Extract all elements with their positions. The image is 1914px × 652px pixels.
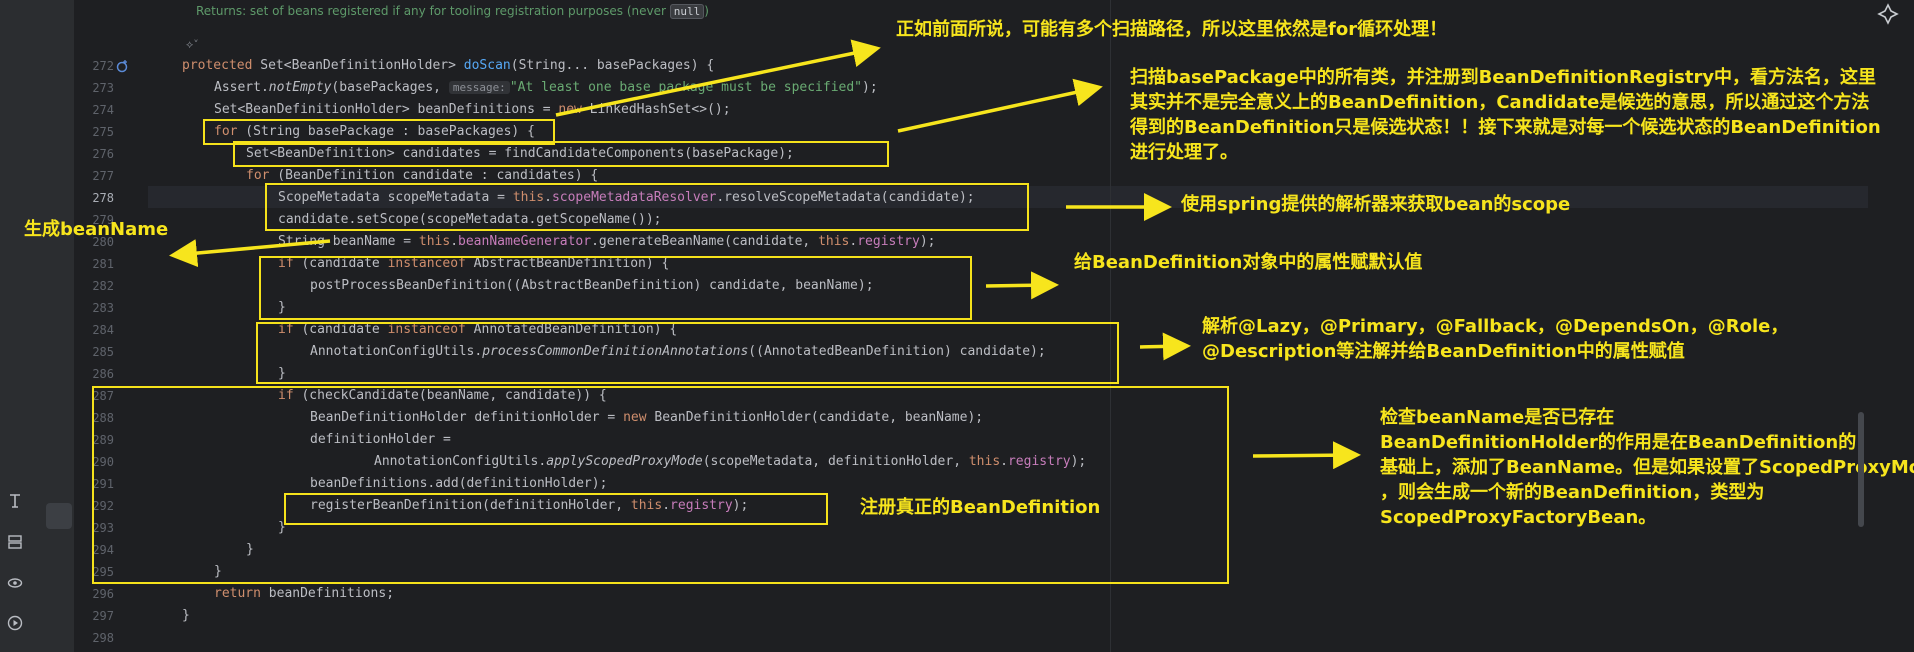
line-number: 279 xyxy=(92,213,114,227)
arrow-find-candidates xyxy=(897,78,1103,133)
note-check-candidate: 检查beanName是否已存在 BeanDefinitionHolder的作用是… xyxy=(1380,407,1914,528)
line-number: 291 xyxy=(92,477,114,491)
code-line-292[interactable]: registerBeanDefinition(definitionHolder,… xyxy=(310,498,749,513)
code-line-287[interactable]: if (checkCandidate(beanName, candidate))… xyxy=(278,388,607,403)
code-line-278[interactable]: ScopeMetadata scopeMetadata = this.scope… xyxy=(278,190,975,205)
tool-window-strip xyxy=(0,0,75,652)
code-line-274[interactable]: Set<BeanDefinitionHolder> beanDefinition… xyxy=(214,102,731,117)
highlight-register xyxy=(284,493,828,525)
line-number: 272 xyxy=(92,59,114,73)
vertical-scrollbar[interactable] xyxy=(1858,412,1864,527)
highlight-annotated-bean-definition xyxy=(256,322,1119,384)
line-number: 277 xyxy=(92,169,114,183)
eye-icon[interactable] xyxy=(4,572,26,594)
code-line-295[interactable]: } xyxy=(214,564,222,579)
line-number: 296 xyxy=(92,587,114,601)
line-number: 292 xyxy=(92,499,114,513)
structure-icon[interactable] xyxy=(4,490,26,512)
code-line-273[interactable]: Assert.notEmpty(basePackages, message:"A… xyxy=(214,80,878,95)
line-number: 297 xyxy=(92,609,114,623)
line-number: 284 xyxy=(92,323,114,337)
current-line-highlight xyxy=(148,186,1868,208)
line-number: 288 xyxy=(92,411,114,425)
code-line-281[interactable]: if (candidate instanceof AbstractBeanDef… xyxy=(278,256,670,271)
note-annotations-parse: 解析@Lazy，@Primary，@Fallback，@DependsOn，@R… xyxy=(1202,316,1789,362)
note-find-candidates: 扫描basePackage中的所有类，并注册到BeanDefinitionReg… xyxy=(1130,67,1881,163)
code-line-290[interactable]: AnnotationConfigUtils.applyScopedProxyMo… xyxy=(374,454,1087,469)
doc-comment: Returns: set of beans registered if any … xyxy=(196,4,709,19)
code-line-286[interactable]: } xyxy=(278,366,286,381)
code-line-285[interactable]: AnnotationConfigUtils.processCommonDefin… xyxy=(310,344,1046,359)
code-line-291[interactable]: beanDefinitions.add(definitionHolder); xyxy=(310,476,608,491)
code-line-296[interactable]: return beanDefinitions; xyxy=(214,586,395,601)
bookmarks-icon[interactable] xyxy=(4,531,26,553)
arrow-annotations xyxy=(1139,332,1191,361)
highlight-check-candidate xyxy=(92,386,1229,584)
run-services-icon[interactable] xyxy=(4,612,26,634)
line-number: 285 xyxy=(92,345,114,359)
line-number: 290 xyxy=(92,455,114,469)
arrow-bean-name xyxy=(169,239,331,268)
line-number: 287 xyxy=(92,389,114,403)
line-number: 283 xyxy=(92,301,114,315)
null-tag: null xyxy=(669,4,705,19)
code-line-275[interactable]: for (String basePackage : basePackages) … xyxy=(214,124,535,139)
line-number: 274 xyxy=(92,103,114,117)
override-method-icon[interactable] xyxy=(116,58,130,73)
code-line-293[interactable]: } xyxy=(278,520,286,535)
highlight-find-candidates xyxy=(233,141,889,167)
line-number: 273 xyxy=(92,81,114,95)
code-line-297[interactable]: } xyxy=(182,608,190,623)
line-number: 281 xyxy=(92,257,114,271)
line-number: 293 xyxy=(92,521,114,535)
code-line-272[interactable]: protected Set<BeanDefinitionHolder> doSc… xyxy=(182,58,715,73)
code-line-276[interactable]: Set<BeanDefinition> candidates = findCan… xyxy=(246,146,794,161)
code-line-282[interactable]: postProcessBeanDefinition((AbstractBeanD… xyxy=(310,278,874,293)
line-number: 282 xyxy=(92,279,114,293)
note-default-values: 给BeanDefinition对象中的属性赋默认值 xyxy=(1074,252,1423,273)
line-number: 289 xyxy=(92,433,114,447)
code-line-288[interactable]: BeanDefinitionHolder definitionHolder = … xyxy=(310,410,984,425)
editor-gutter xyxy=(74,0,148,652)
note-scope: 使用spring提供的解析器来获取bean的scope xyxy=(1181,194,1571,215)
drag-handle[interactable] xyxy=(46,503,72,529)
arrow-for-loop xyxy=(555,39,881,117)
line-number: 294 xyxy=(92,543,114,557)
arrow-check-candidate xyxy=(1252,441,1361,470)
fold-indicator[interactable]: ⟡˅ xyxy=(186,38,199,51)
note-register: 注册真正的BeanDefinition xyxy=(860,497,1101,518)
highlight-scope-metadata xyxy=(265,183,1029,231)
line-number: 280 xyxy=(92,235,114,249)
code-line-284[interactable]: if (candidate instanceof AnnotatedBeanDe… xyxy=(278,322,678,337)
code-line-283[interactable]: } xyxy=(278,300,286,315)
code-line-277[interactable]: for (BeanDefinition candidate : candidat… xyxy=(246,168,599,183)
highlight-abstract-bean-definition xyxy=(259,256,972,320)
note-for-loop: 正如前面所说，可能有多个扫描路径，所以这里依然是for循环处理！ xyxy=(896,19,1448,40)
code-line-279[interactable]: candidate.setScope(scopeMetadata.getScop… xyxy=(278,212,662,227)
ai-assistant-icon[interactable] xyxy=(1876,2,1900,26)
code-line-289[interactable]: definitionHolder = xyxy=(310,432,451,447)
line-number: 276 xyxy=(92,147,114,161)
code-line-294[interactable]: } xyxy=(246,542,254,557)
highlight-for-loop xyxy=(203,119,555,145)
parameter-hint: message: xyxy=(448,81,510,94)
arrow-default-values xyxy=(985,271,1059,300)
right-margin-guide xyxy=(1110,0,1111,652)
line-number: 295 xyxy=(92,565,114,579)
line-number: 275 xyxy=(92,125,114,139)
line-number: 298 xyxy=(92,631,114,645)
line-number: 286 xyxy=(92,367,114,381)
note-bean-name: 生成beanName xyxy=(24,219,169,240)
line-number: 278 xyxy=(92,191,114,205)
